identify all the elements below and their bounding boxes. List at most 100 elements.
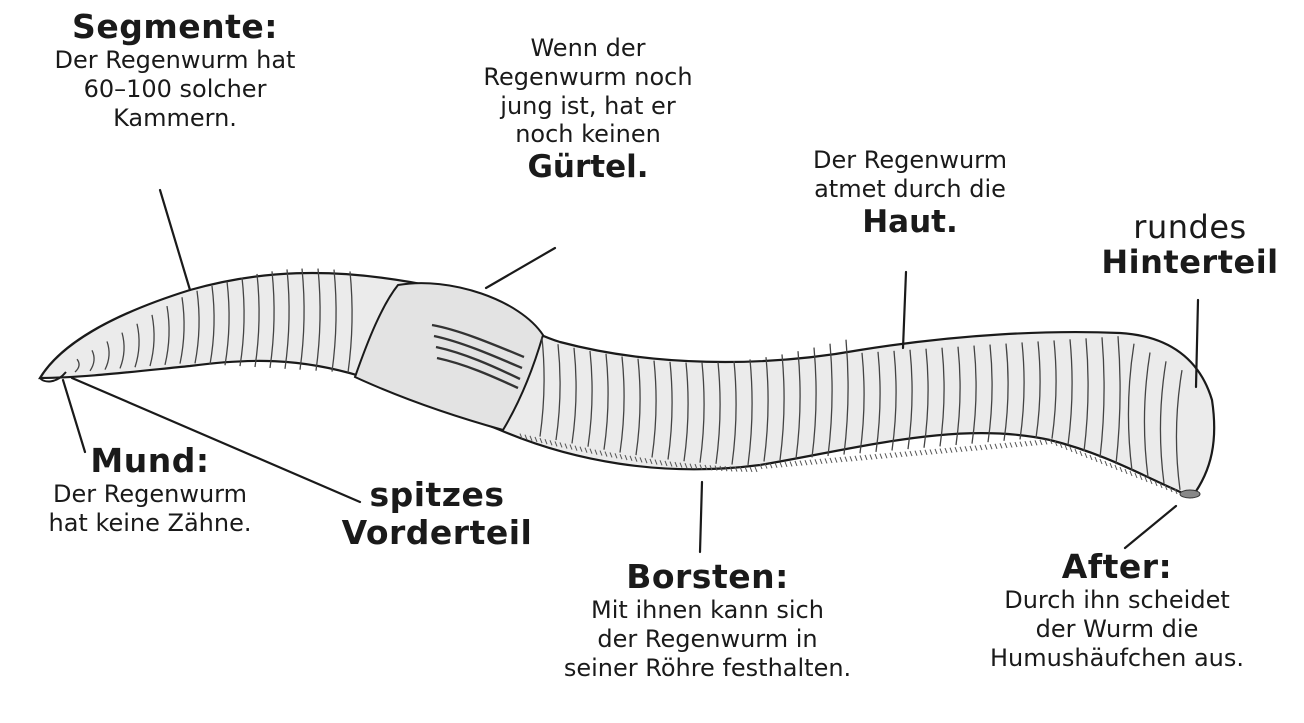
bristle [1100,459,1102,464]
label-mund: Mund: Der Regenwurm hat keine Zähne. [0,442,300,538]
bristle [885,453,887,458]
bristle [965,446,967,451]
bristle [1135,473,1137,478]
bristle [830,458,832,463]
bristle [850,456,852,461]
leader-after [1125,506,1176,548]
after-title: After: [930,548,1304,586]
bristle [1040,440,1042,445]
bristle [1030,441,1032,446]
bristle [840,457,842,462]
hinterteil-line2: Hinterteil [1080,245,1300,280]
bristle [780,462,782,467]
label-segmente: Segmente: Der Regenwurm hat 60–100 solch… [0,8,350,132]
bristle [1080,451,1082,456]
bristle [785,462,787,467]
bristle [810,460,812,465]
bristle [1140,475,1142,480]
bristle [890,453,892,458]
bristle [855,456,857,461]
bristle [795,461,797,466]
label-hinterteil: rundes Hinterteil [1080,210,1300,279]
bristle [990,444,992,449]
leader-borsten [700,482,702,552]
bristle [1035,440,1037,445]
bristle [835,458,837,463]
bristle [1095,457,1097,462]
bristle [925,450,927,455]
bristle [825,458,827,463]
bristle [845,457,847,462]
haut-text: Der Regenwurm atmet durch die [760,146,1060,204]
bristle [775,463,777,468]
bristle [815,459,817,464]
bristle [915,451,917,456]
bristle [865,455,867,460]
label-borsten: Borsten: Mit ihnen kann sich der Regenwu… [505,558,910,682]
bristle [1015,442,1017,447]
segmente-title: Segmente: [0,8,350,46]
bristle [880,454,882,459]
bristle [870,455,872,460]
borsten-text: Mit ihnen kann sich der Regenwurm in sei… [505,596,910,682]
bristle [875,454,877,459]
bristle [905,452,907,457]
bristle [980,445,982,450]
bristle [1000,443,1002,448]
bristle [975,446,977,451]
bristle [1115,465,1117,470]
bristle [970,446,972,451]
bristle [1070,447,1072,452]
bristle [1020,442,1022,447]
bristle [1005,443,1007,448]
after-text: Durch ihn scheidet der Wurm die Humushäu… [930,586,1304,672]
bristle [750,467,752,472]
bristle [950,448,952,453]
hinterteil-line1: rundes [1080,210,1300,245]
vorderteil-line1: spitzes [322,476,552,514]
bristle [920,450,922,455]
bristle [1010,443,1012,448]
bristle [900,452,902,457]
bristle [820,459,822,464]
bristle [1110,463,1112,468]
bristle [940,449,942,454]
bristle [955,447,957,452]
bristle [985,445,987,450]
label-vorderteil: spitzes Vorderteil [322,476,552,552]
bristle [1065,445,1067,450]
bristle [1105,461,1107,466]
bristle [860,455,862,460]
bristle [1090,455,1092,460]
label-guertel: Wenn der Regenwurm noch jung ist, hat er… [428,34,748,186]
segmente-text: Der Regenwurm hat 60–100 solcher Kammern… [0,46,350,132]
borsten-title: Borsten: [505,558,910,596]
bristle [1075,449,1077,454]
bristle [1025,441,1027,446]
bristle [995,444,997,449]
label-haut: Der Regenwurm atmet durch die Haut. [760,146,1060,241]
bristle [800,461,802,466]
bristle [1125,469,1127,474]
bristle [945,448,947,453]
bristle [755,467,757,472]
bristle [895,452,897,457]
mund-title: Mund: [0,442,300,480]
guertel-bold: Gürtel. [428,149,748,186]
haut-bold: Haut. [760,204,1060,241]
bristle [1085,453,1087,458]
bristle [1120,467,1122,472]
bristle [1145,477,1147,482]
bristle [910,451,912,456]
label-after: After: Durch ihn scheidet der Wurm die H… [930,548,1304,672]
leader-segmente [160,190,190,290]
leader-haut [903,272,906,348]
bristle [930,449,932,454]
bristle [790,461,792,466]
guertel-text: Wenn der Regenwurm noch jung ist, hat er… [428,34,748,149]
bristle [960,447,962,452]
anus [1180,490,1200,498]
bristle [1130,471,1132,476]
mund-text: Der Regenwurm hat keine Zähne. [0,480,300,538]
leader-guertel [486,248,555,288]
